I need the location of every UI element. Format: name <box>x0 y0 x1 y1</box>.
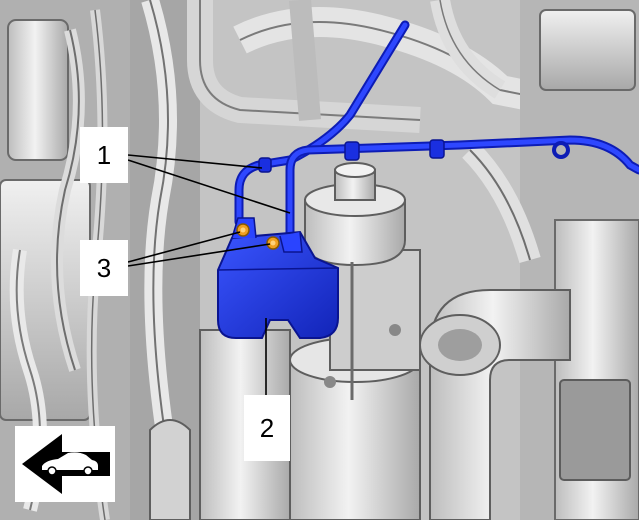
callout-label-1: 1 <box>80 127 128 183</box>
arrow-left-with-car-icon <box>15 426 115 502</box>
vacuum-hoses-highlight <box>234 20 639 250</box>
central-housing <box>289 249 421 520</box>
upper-pipes <box>187 0 603 133</box>
callout-leaders <box>127 154 291 395</box>
callout-label-2: 2 <box>244 395 290 461</box>
callout-label-3: 3 <box>80 240 128 296</box>
actuator-canister <box>304 162 406 400</box>
right-engine-components <box>462 0 639 520</box>
intake-elbow <box>419 289 571 520</box>
mounting-bolts <box>236 223 280 250</box>
